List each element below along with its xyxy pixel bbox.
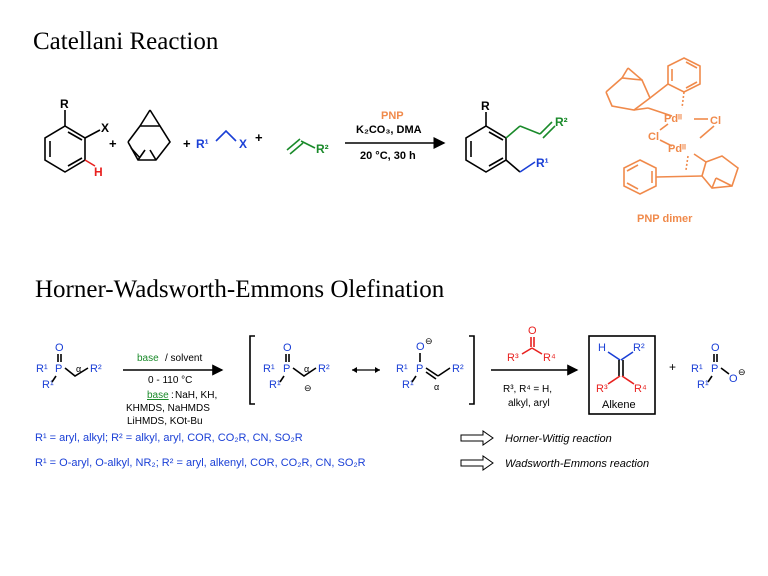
carbonyl-o: O <box>528 325 537 337</box>
byproduct-o: O <box>711 342 720 354</box>
plus-sign: + <box>255 130 263 145</box>
phosphonate-r1a: R¹ <box>36 363 48 375</box>
catellani-scheme: R X H + + R¹ X + R² <box>44 57 739 225</box>
hwe-temp: 0 - 110 °C <box>148 375 192 386</box>
product-r2-label: R² <box>555 115 568 129</box>
cl-left-label: Cl <box>648 131 659 143</box>
base-list-item: KHMDS, NaHMDS <box>126 403 210 414</box>
alkene-box <box>588 335 656 415</box>
phosphonate-o: O <box>55 342 64 354</box>
definition-text: R¹ = aryl, alkyl; R² = alkyl, aryl, COR,… <box>35 432 303 444</box>
carbonyl-note: alkyl, aryl <box>508 398 550 409</box>
substrate-h-label: H <box>94 165 103 179</box>
product-r-label: R <box>481 99 490 113</box>
ylide-structure: O ⊖ P R¹ R¹ α R² <box>396 336 464 392</box>
product-r1-label: R¹ <box>536 156 549 170</box>
alkyl-x-label: X <box>239 137 247 151</box>
byproduct-r1b: R¹ <box>697 379 709 391</box>
right-bracket <box>469 335 475 405</box>
ylide-charge: ⊖ <box>425 336 433 346</box>
alkyl-r1-label: R¹ <box>196 137 209 151</box>
definition-result: Horner-Wittig reaction <box>505 433 612 445</box>
definition-text: R¹ = O-aryl, O-alkyl, NR₂; R² = aryl, al… <box>35 457 366 469</box>
phosphonate-structure: O P R¹ R¹ α R² <box>36 342 102 391</box>
base-list-item: NaH, KH, <box>175 390 217 401</box>
phosphonate-r2: R² <box>90 363 102 375</box>
alkene-r2: R² <box>633 342 645 354</box>
phosphonate-p: P <box>55 363 62 375</box>
carbonyl-r4: R⁴ <box>543 352 556 364</box>
ylide-p: P <box>416 363 423 375</box>
base-list-item: LiHMDS, KOt-Bu <box>127 416 203 427</box>
norbornene-structure <box>127 109 171 161</box>
alkene-r4: R⁴ <box>634 383 647 395</box>
catellani-title: Catellani Reaction <box>33 28 219 55</box>
definition-row-1: R¹ = aryl, alkyl; R² = alkyl, aryl, COR,… <box>35 430 612 446</box>
definition-result: Wadsworth-Emmons reaction <box>505 458 649 470</box>
substrate-x-label: X <box>101 121 109 135</box>
olefin-structure: R² <box>286 138 329 156</box>
hwe-arrow-1: base / solvent 0 - 110 °C base : NaH, KH… <box>123 353 224 427</box>
pnp-dimer-structure: Pdᴵᴵ Cl Cl Pdᴵᴵ PNP dimer <box>605 57 739 225</box>
catellani-product-structure: R R² R¹ <box>465 99 568 173</box>
ylide-r1a: R¹ <box>396 363 408 375</box>
svg-text::: : <box>171 390 174 401</box>
ylide-o: O <box>416 341 425 353</box>
catalyst-label: PNP <box>381 110 404 122</box>
phosphate-byproduct: O P R¹ R¹ O ⊖ <box>691 342 746 391</box>
carbanion-r1b: R¹ <box>269 379 281 391</box>
hwe-title: Horner-Wadsworth-Emmons Olefination <box>35 276 445 303</box>
base-solvent-label: K₂CO₃, DMA <box>356 124 422 136</box>
plus-sign: + <box>183 136 191 151</box>
base-word: base <box>137 353 159 364</box>
substrate-r-label: R <box>60 97 69 111</box>
carbonyl-r3: R³ <box>507 352 519 364</box>
carbanion-o: O <box>283 342 292 354</box>
definition-row-2: R¹ = O-aryl, O-alkyl, NR₂; R² = aryl, al… <box>35 455 649 471</box>
hwe-arrow-2: O R³ R⁴ R³, R⁴ = H, alkyl, aryl <box>491 325 579 409</box>
implies-arrow-icon <box>460 455 494 471</box>
carbanion-alpha: α <box>304 364 309 374</box>
base-label: base <box>147 390 169 401</box>
cl-right-label: Cl <box>710 115 721 127</box>
byproduct-ominus: O <box>729 373 738 385</box>
plus-sign: + <box>109 136 117 151</box>
ylide-r2: R² <box>452 363 464 375</box>
olefin-r2-label: R² <box>316 142 329 156</box>
dimer-caption: PNP dimer <box>637 213 693 225</box>
alkene-r3: R³ <box>596 383 608 395</box>
temp-time-label: 20 °C, 30 h <box>360 150 416 162</box>
carbanion-p: P <box>283 363 290 375</box>
carbonyl-note: R³, R⁴ = H, <box>503 384 552 395</box>
byproduct-r1a: R¹ <box>691 363 703 375</box>
hwe-scheme: O P R¹ R¹ α R² base / solvent 0 - 110 °C… <box>35 325 746 471</box>
implies-arrow-icon <box>460 430 494 446</box>
carbanion-r2: R² <box>318 363 330 375</box>
pd-bottom-label: Pdᴵᴵ <box>668 143 686 155</box>
alkene-label: Alkene <box>602 399 636 411</box>
phosphonate-r1b: R¹ <box>42 379 54 391</box>
ylide-alpha: α <box>434 382 439 392</box>
alkene-product: H R² R³ R⁴ Alkene <box>588 335 656 415</box>
solvent-word: / solvent <box>165 353 202 364</box>
aryl-halide-structure: R X H <box>44 97 109 179</box>
phosphonate-alpha: α <box>76 364 81 374</box>
resonance-arrow <box>352 367 380 373</box>
pd-top-label: Pdᴵᴵ <box>664 113 682 125</box>
plus-sign: + <box>669 360 676 374</box>
alkene-h: H <box>598 342 606 354</box>
carbanion-structure: O P R¹ R¹ α ⊖ R² <box>263 342 330 393</box>
carbanion-charge: ⊖ <box>304 383 312 393</box>
byproduct-p: P <box>711 363 718 375</box>
left-bracket <box>249 335 255 405</box>
alkyl-halide-structure: R¹ X <box>196 129 247 151</box>
ylide-r1b: R¹ <box>402 379 414 391</box>
byproduct-charge: ⊖ <box>738 367 746 377</box>
carbanion-r1a: R¹ <box>263 363 275 375</box>
catellani-arrow: PNP K₂CO₃, DMA 20 °C, 30 h <box>345 110 446 162</box>
